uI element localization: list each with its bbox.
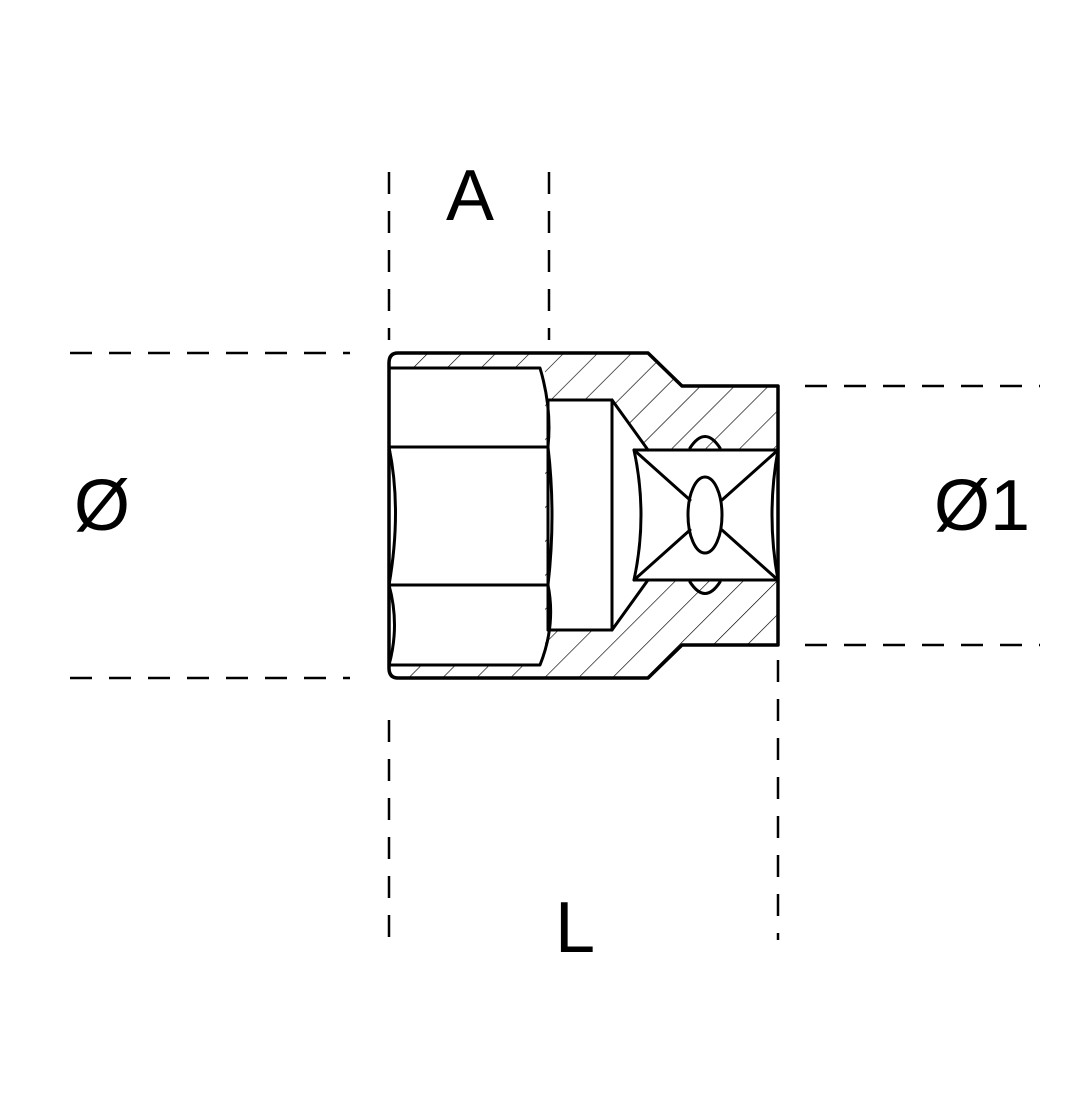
label-diameter-1: Ø1 xyxy=(934,466,1030,546)
label-diameter: Ø xyxy=(74,466,130,546)
hex-opening-mid xyxy=(387,445,554,587)
label-a: A xyxy=(446,156,494,236)
hex-opening-lower xyxy=(387,583,553,667)
relief-groove xyxy=(546,398,614,632)
socket-body xyxy=(387,351,780,680)
label-l: L xyxy=(555,888,595,968)
groove-chamfer xyxy=(610,398,650,632)
ball-detent-icon xyxy=(686,475,724,555)
square-drive-diagonals xyxy=(632,448,780,582)
detent-hole-top xyxy=(688,435,722,450)
socket-outline xyxy=(387,351,780,680)
hex-opening xyxy=(387,366,551,449)
dimension-lines xyxy=(70,172,1040,945)
detent-hole-bottom xyxy=(688,580,722,595)
square-drive xyxy=(632,448,780,582)
inner-cavity xyxy=(548,400,778,630)
